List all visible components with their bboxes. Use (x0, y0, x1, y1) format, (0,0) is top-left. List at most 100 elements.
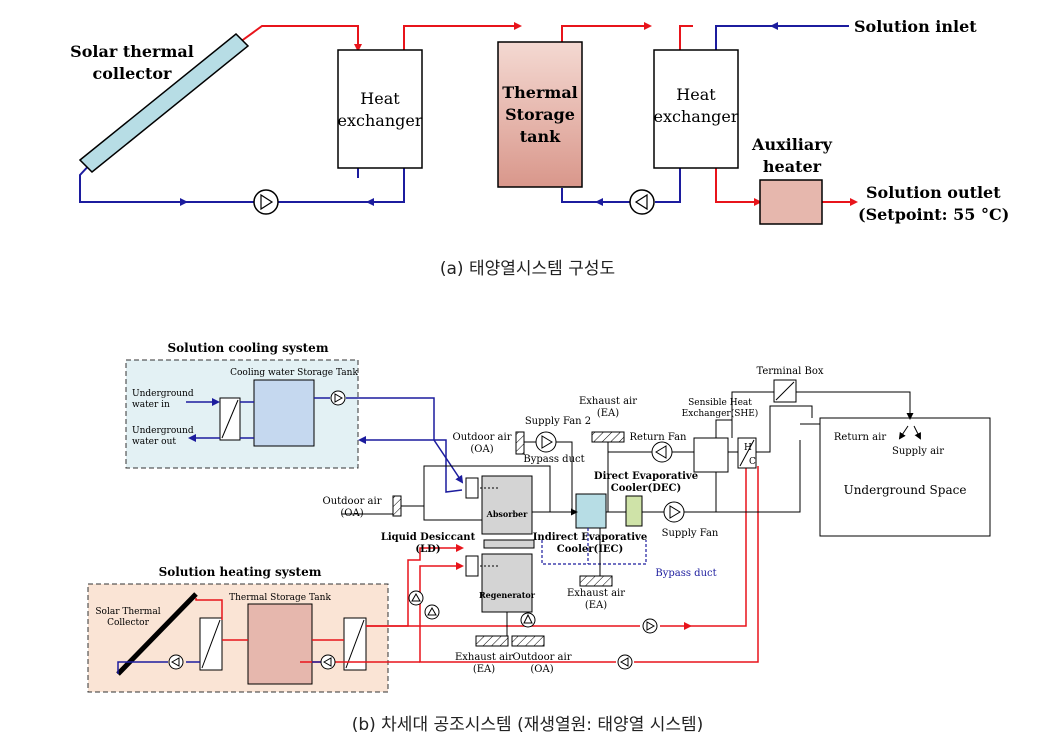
hc-h: H (744, 443, 752, 453)
supply-air-label: Supply air (892, 446, 944, 457)
regenerator (481, 553, 533, 613)
collector-label-2: collector (93, 64, 173, 83)
bypass2-label: Bypass duct (655, 568, 716, 579)
supply-fan-label: Supply Fan (662, 528, 719, 539)
hx1-label-1: Heat (360, 89, 400, 108)
oa2-label-2: (OA) (470, 444, 493, 455)
pipe-cold (715, 25, 849, 50)
caption-a: (a) 태양열시스템 구성도 (439, 259, 616, 279)
return-air-label: Return air (834, 432, 886, 443)
sensible-heat-exchanger (693, 437, 729, 473)
thermal-storage-tank (497, 41, 583, 188)
pipe-hot (715, 168, 762, 206)
solar-system-diagram: Solar thermal collector Heat exchanger T… (70, 17, 1009, 225)
cw-tank-label: Cooling water Storage Tank (230, 368, 358, 378)
pump-icon (253, 189, 279, 215)
exhaust-mid-1: Exhaust air (567, 588, 625, 599)
direct-evaporative-cooler (625, 495, 643, 527)
solar-collector-2: Collector (107, 618, 149, 628)
pipe-cold (79, 159, 254, 203)
supply-fan2-label: Supply Fan 2 (525, 416, 591, 427)
thermal-storage-tank-2 (247, 603, 313, 685)
exhaust-bot-2: (EA) (473, 664, 495, 675)
exhaust-top-2: (EA) (597, 408, 619, 419)
damper-icon (591, 431, 625, 443)
hvac-system-diagram: Solution cooling system Cooling water St… (87, 341, 991, 693)
hx2-label-1: Heat (676, 85, 716, 104)
damper-icon (511, 635, 545, 647)
fan-icon (535, 431, 557, 453)
oa-bot-1: Outdoor air (513, 652, 572, 663)
absorber (481, 475, 533, 535)
arrow-icon (595, 198, 603, 206)
fan-icon (651, 441, 673, 463)
tank-label-2: Storage (505, 105, 575, 124)
dec-label-2: Cooler(DEC) (611, 483, 681, 494)
iec-label-2: Cooler(IEC) (557, 544, 623, 555)
cooling-system-panel (125, 359, 359, 469)
collector-label-1: Solar thermal (70, 42, 194, 61)
pump-icon (629, 189, 655, 215)
oa1-label-1: Outdoor air (323, 496, 382, 507)
hx1-label-2: exchanger (338, 111, 423, 130)
cooling-water-tank (253, 379, 315, 447)
exhaust-top-1: Exhaust air (579, 396, 637, 407)
damper-icon (515, 431, 525, 455)
pipe-hot (239, 25, 362, 52)
dec-label-1: Direct Evaporative (594, 471, 698, 482)
she-label-1: Sensible Heat (688, 398, 752, 408)
thermal-tank-label: Thermal Storage Tank (229, 593, 331, 603)
absorber-label: Absorber (486, 509, 529, 519)
ug-in-2: water in (132, 400, 170, 410)
damper-icon (475, 635, 509, 647)
pump-icon (642, 618, 658, 634)
solar-collector-1: Solar Thermal (95, 607, 160, 617)
ug-out-2: water out (132, 437, 176, 447)
tank-label-3: tank (520, 127, 561, 146)
ug-out-1: Underground (132, 426, 194, 436)
heat-exchanger-1 (337, 49, 423, 169)
pipe-hot (679, 25, 693, 50)
fan-icon (663, 501, 685, 523)
pipe-cold (655, 168, 681, 203)
solution-inlet-label: Solution inlet (854, 17, 977, 36)
oa-bot-2: (OA) (530, 664, 553, 675)
ld-label-1: Liquid Desiccant (381, 532, 476, 543)
pump-icon (168, 654, 184, 670)
aux-label-2: heater (763, 157, 822, 176)
damper-icon (579, 575, 613, 587)
bypass1-label: Bypass duct (523, 454, 584, 465)
auxiliary-heater (759, 179, 823, 225)
pipe-cold (278, 168, 405, 203)
pump-icon (320, 654, 336, 670)
fan-icon (520, 612, 536, 628)
pump-icon (330, 390, 346, 406)
regenerator-label: Regenerator (479, 590, 536, 600)
pump-icon (408, 590, 424, 606)
heat-exchanger-2 (653, 49, 739, 169)
return-fan-label: Return Fan (630, 432, 688, 443)
aux-label-1: Auxiliary (751, 135, 833, 154)
solar-collector-panel (78, 32, 250, 174)
iec-label-1: Indirect Evaporative (533, 532, 647, 543)
heating-system-panel (87, 583, 389, 693)
hc-c: C (749, 457, 756, 467)
exhaust-mid-2: (EA) (585, 600, 607, 611)
pipe-cold (561, 188, 630, 203)
hx2-label-2: exchanger (654, 107, 739, 126)
arrow-icon (180, 198, 188, 206)
tank-label-1: Thermal (502, 83, 578, 102)
setpoint-label: (Setpoint: 55 °C) (858, 205, 1009, 224)
she-label-2: Exchanger(SHE) (682, 408, 759, 419)
exhaust-bot-1: Exhaust air (455, 652, 513, 663)
pipe-hot (403, 22, 522, 50)
underground-space-label: Underground Space (844, 483, 967, 497)
solar-collector-bar (116, 592, 198, 676)
caption-b: (b) 차세대 공조시스템 (재생열원: 태양열 시스템) (351, 715, 704, 735)
arrow-icon (770, 22, 778, 30)
oa2-label-1: Outdoor air (453, 432, 512, 443)
arrow-icon (366, 198, 374, 206)
indirect-evaporative-cooler (575, 493, 607, 529)
damper-icon (392, 495, 402, 517)
